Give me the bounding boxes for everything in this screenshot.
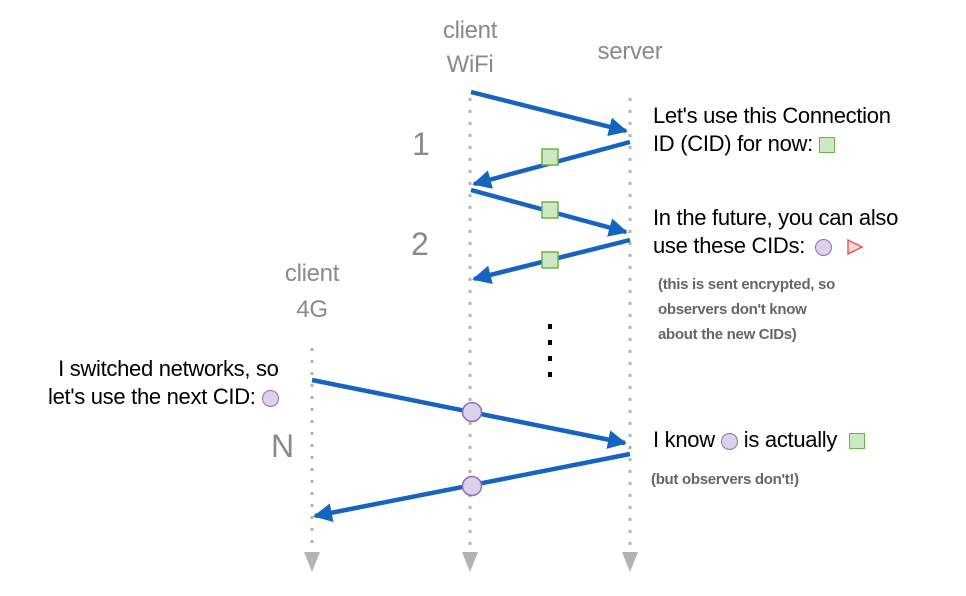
message-future-cids-line1: In the future, you can also — [653, 205, 899, 230]
cid-circle-icon — [815, 238, 833, 256]
cid-square-icon — [541, 201, 559, 219]
message-connection-id: Let's use this Connection ID (CID) for n… — [653, 102, 891, 158]
cid-square-icon — [541, 148, 559, 166]
lifeline-client-wifi — [462, 98, 478, 572]
step-number-n: N — [271, 428, 294, 464]
message-switched-networks: I switched networks, so let's use the ne… — [48, 355, 279, 411]
client-wifi-header-line2: WiFi — [446, 51, 494, 78]
cid-circle-icon — [461, 401, 483, 423]
cid-square-icon — [849, 433, 866, 450]
client-wifi-header: client WiFi — [430, 14, 510, 82]
message-connection-id-line1: Let's use this Connection — [653, 103, 891, 128]
client-wifi-header-line1: client — [442, 17, 498, 44]
message-i-know: I know is actually — [653, 426, 866, 454]
message-connection-id-line2: ID (CID) for now: — [653, 131, 813, 156]
message-i-know-after: is actually — [743, 427, 838, 452]
step-number-2: 2 — [411, 226, 429, 262]
client-4g-header-line1: client — [284, 260, 340, 287]
encryption-note-line2: observers don't know — [658, 301, 807, 318]
message-i-know-before: I know — [653, 427, 715, 452]
cid-circle-icon — [720, 432, 738, 450]
lifeline-server — [622, 98, 638, 572]
cid-circle-icon — [461, 475, 483, 497]
cid-circle-icon — [261, 389, 279, 407]
observers-note: (but observers don't!) — [651, 471, 799, 488]
cid-triangle-icon — [847, 238, 864, 256]
encryption-note-line1: (this is sent encrypted, so — [658, 276, 835, 293]
encryption-note: (this is sent encrypted, so observers do… — [658, 272, 835, 347]
step-number-1: 1 — [412, 126, 430, 162]
message-future-cids-line2: use these CIDs: — [653, 233, 806, 258]
message-future-cids: In the future, you can also use these CI… — [653, 204, 898, 260]
cid-square-icon — [541, 251, 559, 269]
encryption-note-line3: about the new CIDs) — [658, 326, 797, 343]
message-switched-networks-line1: I switched networks, so — [58, 356, 279, 381]
arrow-wifi-to-server-1 — [470, 89, 628, 137]
client-4g-header: client 4G — [272, 256, 352, 328]
message-switched-networks-line2: let's use the next CID: — [48, 384, 256, 409]
server-header: server — [597, 38, 663, 65]
continuation-dots — [548, 324, 552, 377]
cid-square-icon — [818, 137, 835, 154]
lifeline-client-4g — [304, 348, 320, 572]
client-4g-header-line2: 4G — [296, 296, 328, 323]
